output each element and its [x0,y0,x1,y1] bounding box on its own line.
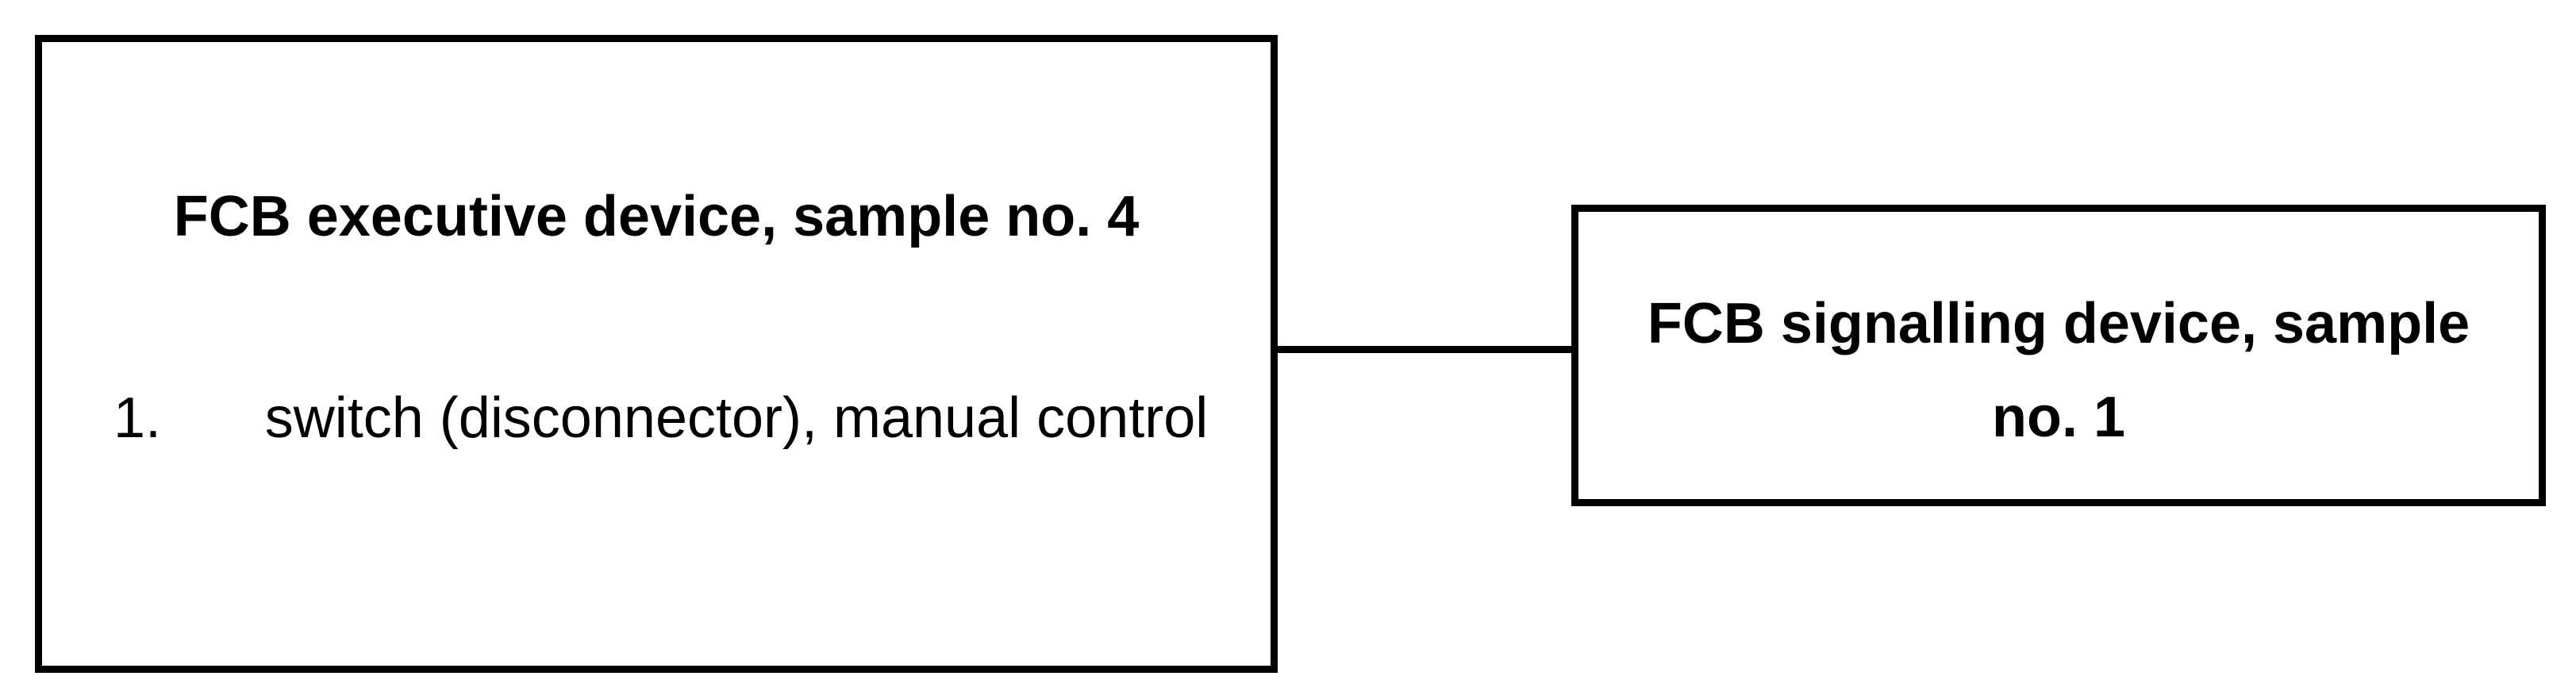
executive-device-title: FCB executive device, sample no. 4 [173,185,1140,248]
connector-line [1278,346,1571,353]
executive-device-box: FCB executive device, sample no. 4 1. sw… [35,35,1278,673]
signalling-device-box: FCB signalling device, sample no. 1 [1571,205,2546,506]
list-item-number: 1. [113,386,162,450]
list-item-text: switch (disconnector), manual control [264,386,1209,450]
signalling-device-title: FCB signalling device, sample no. 1 [1647,292,2470,449]
